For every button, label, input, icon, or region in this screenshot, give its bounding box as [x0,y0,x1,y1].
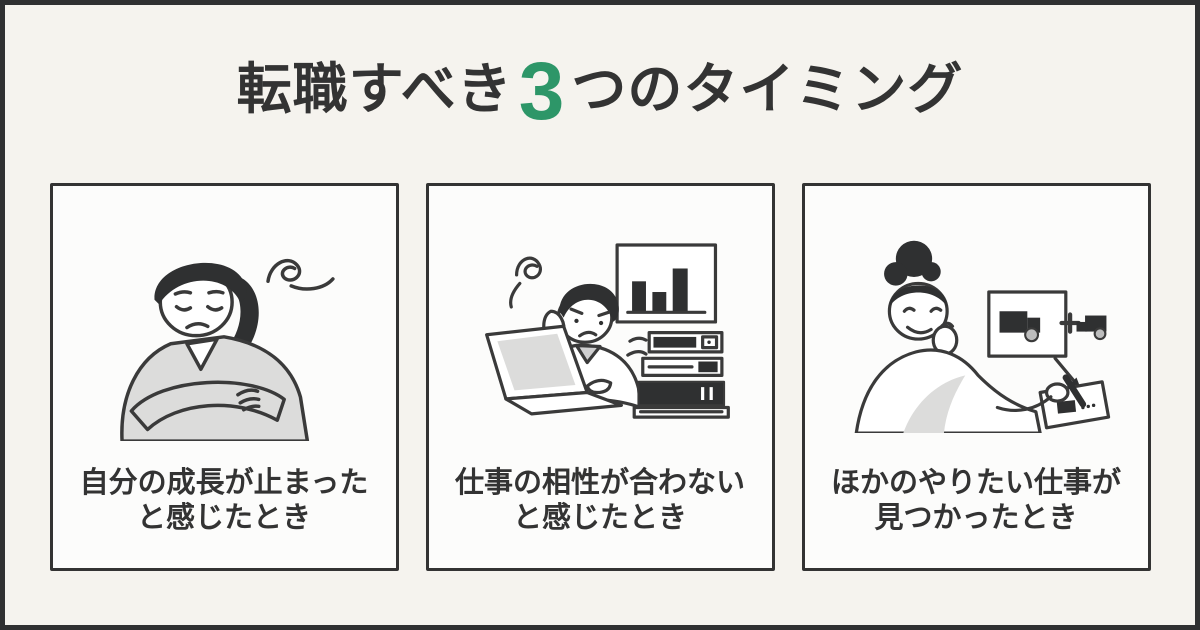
card-1-caption-line1: 自分の成長が止まった [79,467,369,500]
hair [154,263,247,305]
card-job-mismatch: 仕事の相性が合わない と感じたとき [425,183,775,571]
plus-icon [1059,311,1081,334]
worried-face-features [569,307,611,338]
bar-chart-icon [615,242,718,324]
hand-fingers [236,388,261,412]
card-new-job-found: ほかのやりたい仕事が 見つかったとき [801,183,1151,571]
card-2-caption-line2: と感じたとき [512,502,687,535]
card-3-illustration-area [805,186,1148,466]
card-1-illustration-area [53,186,396,466]
title-suffix: つのタイミング [571,57,964,120]
stress-squiggle-icon [509,256,542,309]
card-2-illustration-area [429,186,772,466]
laptop-icon [485,324,623,416]
frustration-squiggle-icon [266,259,335,291]
sad-face-features [173,290,225,330]
shawl-shade [903,375,966,433]
hair [559,283,619,322]
card-2-caption: 仕事の相性が合わない と感じたとき [455,466,745,568]
truck-options-icon [987,290,1107,358]
happy-face-features [902,306,943,334]
hair-fringe [889,284,948,307]
card-2-caption-line1: 仕事の相性が合わない [454,467,745,500]
typing-hand [585,378,613,394]
pen-icon [1062,373,1087,408]
card-3-caption-line1: ほかのやりたい仕事が [830,467,1121,500]
collar [185,337,219,372]
crossed-arms [129,380,286,432]
card-1-caption: 自分の成長が止まった と感じたとき [80,466,369,568]
stressed-worker-at-laptop-illustration [485,242,730,419]
title-prefix: 転職すべき [236,57,513,120]
books-stack-icon [626,330,730,419]
card-3-caption-line2: 見つかったとき [874,502,1078,535]
card-3-caption: ほかのやりたい仕事が 見つかったとき [831,466,1121,568]
cards-container: 自分の成長が止まった と感じたとき [5,183,1195,571]
shirt-collar [574,343,602,364]
woman-planning-new-job-illustration [854,240,1111,433]
card-growth-stopped: 自分の成長が止まった と感じたとき [49,183,399,571]
ponytail [226,274,259,352]
pensive-businesswoman-arms-crossed-illustration [120,259,335,442]
face [887,281,949,341]
card-1-caption-line2: と感じたとき [136,502,311,535]
title-number: 3 [518,46,566,137]
bun-hair [884,240,941,286]
writing-on-paper [995,373,1111,430]
page-title: 転職すべき 3 つのタイミング [5,41,1195,137]
